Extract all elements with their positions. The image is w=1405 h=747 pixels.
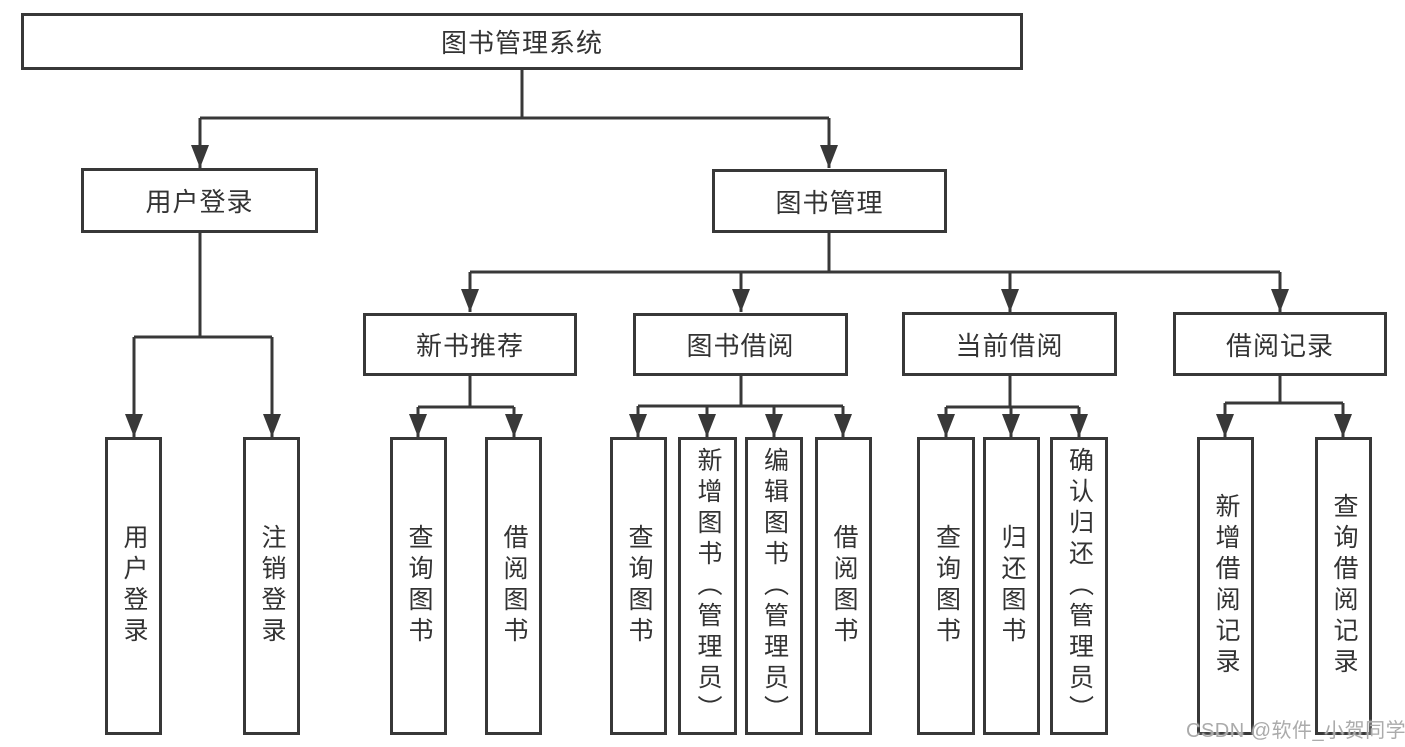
csdn-watermark: CSDN @软件_小贺同学 [1186,720,1405,742]
leaf-borrow-books-2-label: 借阅图书 [830,524,858,648]
leaf-query-books-rec-label: 查询图书 [405,524,433,648]
node-current-borrow-label: 当前借阅 [955,330,1064,361]
leaf-return-book-label: 归还图书 [998,524,1026,648]
leaf-edit-book-admin: 编辑图书（管理员） [745,437,803,735]
tree-branch-lines [132,70,1345,437]
leaf-add-book-admin: 新增图书（管理员） [678,437,737,735]
node-borrow-records: 借阅记录 [1173,312,1387,376]
node-new-book-rec: 新书推荐 [363,313,577,376]
leaf-borrow-books-rec-label: 借阅图书 [500,524,528,648]
node-book-mgmt-label: 图书管理 [775,187,884,218]
leaf-confirm-return-admin-label: 确认归还（管理员） [1065,446,1094,726]
node-root-label: 图书管理系统 [440,28,603,58]
leaf-add-borrow-record: 新增借阅记录 [1197,437,1254,735]
node-user-login-label: 用户登录 [145,187,254,217]
leaf-query-books-borrow-label: 查询图书 [625,524,653,648]
node-root: 图书管理系统 [21,13,1023,70]
leaf-confirm-return-admin: 确认归还（管理员） [1050,437,1108,735]
node-current-borrow: 当前借阅 [902,312,1117,376]
leaf-query-books-borrow: 查询图书 [610,437,667,735]
node-user-login: 用户登录 [81,168,318,233]
leaf-return-book: 归还图书 [983,437,1040,735]
leaf-query-borrow-record: 查询借阅记录 [1315,437,1372,735]
leaf-add-borrow-record-label: 新增借阅记录 [1212,493,1240,679]
node-book-borrow: 图书借阅 [633,313,848,376]
leaf-logout: 注销登录 [243,437,300,735]
leaf-query-books-current-label: 查询图书 [932,524,961,648]
node-new-book-rec-label: 新书推荐 [415,331,524,361]
leaf-user-login-label: 用户登录 [120,524,148,648]
leaf-query-books-rec: 查询图书 [390,437,447,735]
node-book-mgmt: 图书管理 [712,169,947,233]
leaf-logout-label: 注销登录 [258,524,286,648]
leaf-borrow-books-rec: 借阅图书 [485,437,542,735]
leaf-edit-book-admin-label: 编辑图书（管理员） [760,446,789,726]
node-borrow-records-label: 借阅记录 [1225,330,1334,361]
leaf-query-borrow-record-label: 查询借阅记录 [1330,493,1358,679]
leaf-query-books-current: 查询图书 [917,437,975,735]
leaf-user-login: 用户登录 [105,437,162,735]
leaf-borrow-books-2: 借阅图书 [815,437,872,735]
node-book-borrow-label: 图书借阅 [686,331,795,361]
leaf-add-book-admin-label: 新增图书（管理员） [694,446,722,726]
